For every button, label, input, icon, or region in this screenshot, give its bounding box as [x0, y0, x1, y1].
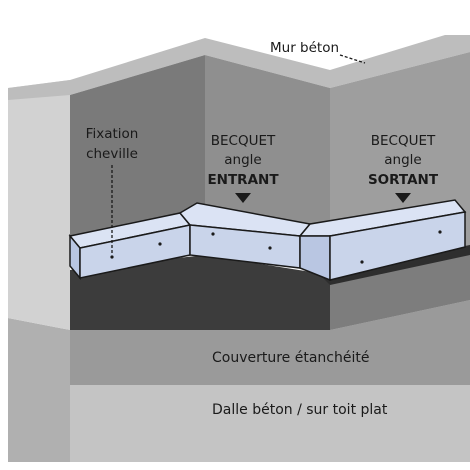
wall-leader-line	[339, 54, 366, 64]
wall-top	[8, 35, 470, 100]
fixation-dot	[211, 232, 215, 236]
becquet-right	[298, 199, 467, 282]
outer-becquet-label-line1: BECQUET	[371, 133, 436, 149]
fixation-label-line1: Fixation	[86, 126, 139, 142]
fixation-dot	[268, 246, 272, 250]
inner-becquet-label-line1: BECQUET	[211, 133, 276, 149]
covering-label: Couverture étanchéité	[212, 350, 369, 366]
arrow-down-icon	[235, 193, 251, 203]
fixation-dot	[158, 242, 162, 246]
slab-label: Dalle béton / sur toit plat	[212, 402, 388, 418]
membrane-floor	[70, 255, 330, 330]
slab-layer	[8, 378, 470, 462]
becquet-inner-corner	[178, 202, 312, 269]
outer-becquet-label-line3: SORTANT	[368, 172, 439, 188]
arrow-down-icon	[395, 193, 411, 203]
wall-label: Mur béton	[270, 40, 339, 56]
right-wall-lower	[330, 245, 470, 330]
inner-corner-wall	[205, 55, 330, 235]
fixation-label-line2: cheville	[86, 146, 138, 162]
left-wall	[8, 80, 70, 330]
covering-layer	[8, 300, 470, 385]
fixation-dot	[438, 230, 442, 234]
fixation-dot	[110, 255, 114, 259]
outer-becquet-label-line2: angle	[384, 152, 421, 168]
back-wall-left	[70, 55, 205, 240]
fixation-dot	[360, 260, 364, 264]
slab-side	[8, 318, 70, 462]
inner-becquet-label-line3: ENTRANT	[207, 172, 279, 188]
inner-becquet-label-line2: angle	[224, 152, 261, 168]
